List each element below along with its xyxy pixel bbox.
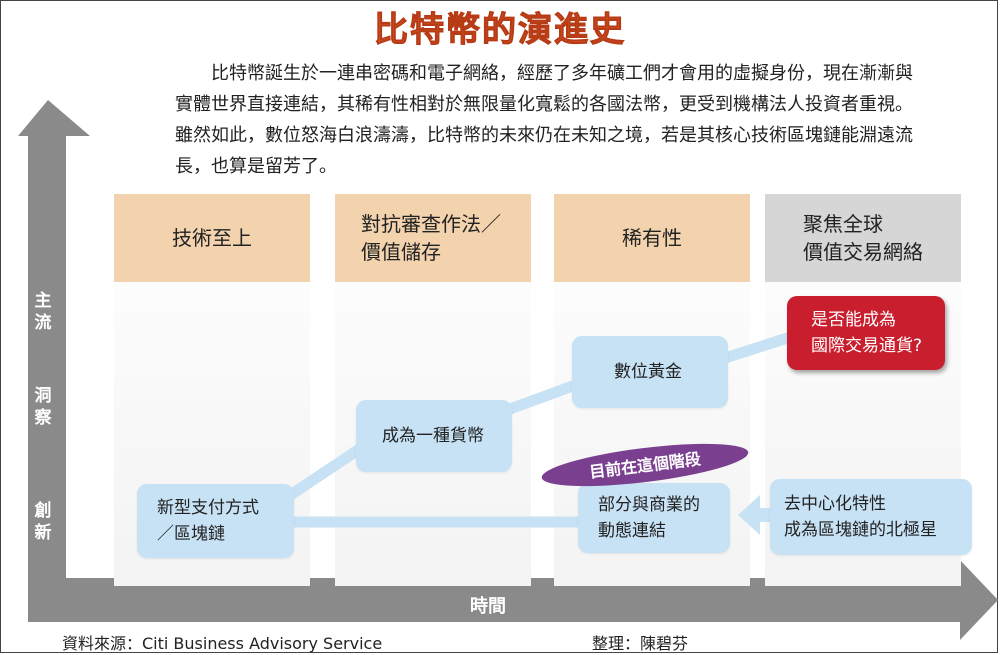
node-new-payment: 新型支付方式／區塊鏈 <box>137 484 294 558</box>
node-digital-gold: 數位黃金 <box>572 336 728 408</box>
node-currency: 成為一種貨幣 <box>356 400 512 472</box>
column-header-censorship: 對抗審查作法／價值儲存 <box>335 194 531 282</box>
node-dynamic-link: 部分與商業的動態連結 <box>578 483 730 553</box>
editor-note: 整理：陳碧芬 <box>592 634 689 653</box>
column-header-tech: 技術至上 <box>114 194 310 282</box>
decentral-arrow-head <box>738 495 760 535</box>
column-header-global: 聚焦全球價值交易網絡 <box>765 194 961 282</box>
intro-paragraph: 比特幣誕生於一連串密碼和電子網絡，經歷了多年礦工們才會用的虛擬身份，現在漸漸與實… <box>175 63 913 177</box>
node-decentralization: 去中心化特性成為區塊鏈的北極星 <box>770 479 972 555</box>
y-axis-arrow <box>18 100 90 578</box>
page-title: 比特幣的演進史 <box>374 10 626 51</box>
y-axis-label-insight: 洞察 <box>34 386 52 428</box>
x-axis-label: 時間 <box>470 596 506 617</box>
node-intl-currency: 是否能成為國際交易通貨? <box>787 296 945 370</box>
current-stage-badge: 目前在這個階段 <box>541 443 749 487</box>
column-header-scarcity: 稀有性 <box>554 194 750 282</box>
y-axis-label-mainstream: 主流 <box>34 291 52 333</box>
source-note: 資料來源：Citi Business Advisory Service <box>62 634 383 653</box>
y-axis-label-innovation: 創新 <box>34 501 52 543</box>
